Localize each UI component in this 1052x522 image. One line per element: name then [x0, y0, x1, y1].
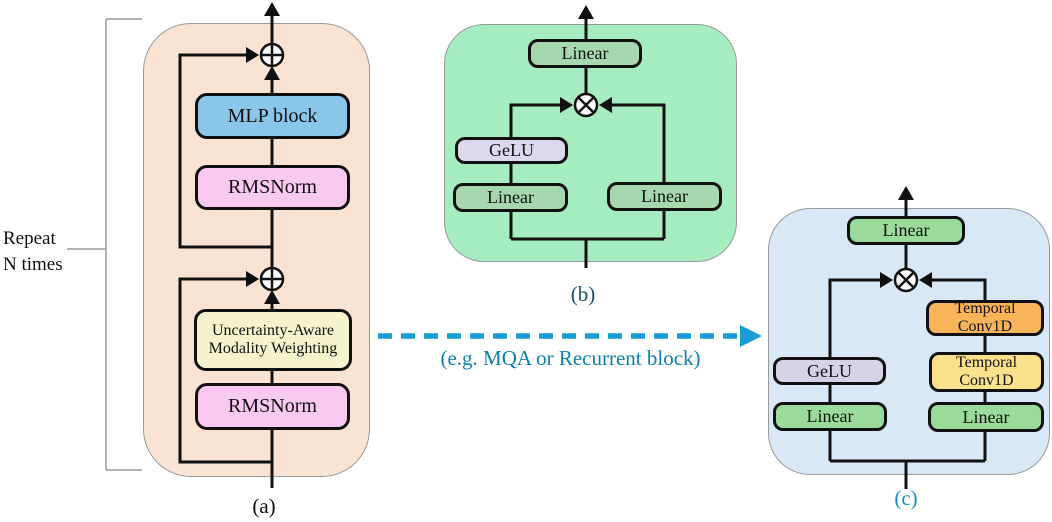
rmsnorm-node: RMSNorm	[195, 165, 350, 210]
linear-node: Linear	[928, 402, 1044, 432]
panel-a-arrowheads	[246, 2, 280, 304]
gelu-node: GeLU	[455, 137, 568, 164]
panel-b-wires	[509, 16, 666, 268]
linear-node: Linear	[528, 39, 642, 68]
linear-node: Linear	[773, 402, 887, 431]
panel-b-caption: (b)	[570, 282, 596, 306]
panel-b-arrowheads	[560, 5, 612, 113]
multiply-operator-icon	[893, 267, 919, 293]
multiply-operator-icon	[573, 92, 599, 118]
add-operator-icon	[259, 266, 285, 292]
linear-node: Linear	[607, 182, 722, 211]
add-operator-icon	[259, 42, 285, 68]
transform-arrow-label: (e.g. MQA or Recurrent block)	[440, 346, 701, 370]
repeat-bracket	[67, 18, 142, 471]
panel-c-arrowheads	[880, 186, 932, 288]
output-arrow-c	[898, 186, 914, 200]
transform-arrowhead	[740, 325, 762, 347]
uncertainty-modality-weighting-node: Uncertainty-Aware Modality Weighting	[194, 309, 352, 371]
rmsnorm-node: RMSNorm	[195, 383, 350, 430]
output-arrow-b	[578, 5, 594, 19]
linear-node: Linear	[847, 216, 965, 245]
mlp-block-node: MLP block	[195, 93, 350, 139]
linear-node: Linear	[453, 183, 568, 212]
panel-c-caption: (c)	[894, 486, 918, 510]
gelu-node: GeLU	[773, 357, 886, 385]
repeat-n-times-label: Repeat N times	[3, 228, 63, 275]
temporal-conv1d-node: Temporal Conv1D	[926, 300, 1044, 336]
panel-c-wires	[828, 197, 987, 489]
panel-a-wires	[178, 13, 274, 488]
transform-dashed-arrow	[378, 325, 762, 347]
output-arrow-a	[264, 2, 280, 16]
temporal-conv1d-node: Temporal Conv1D	[929, 352, 1044, 392]
panel-a-caption: (a)	[252, 494, 276, 518]
